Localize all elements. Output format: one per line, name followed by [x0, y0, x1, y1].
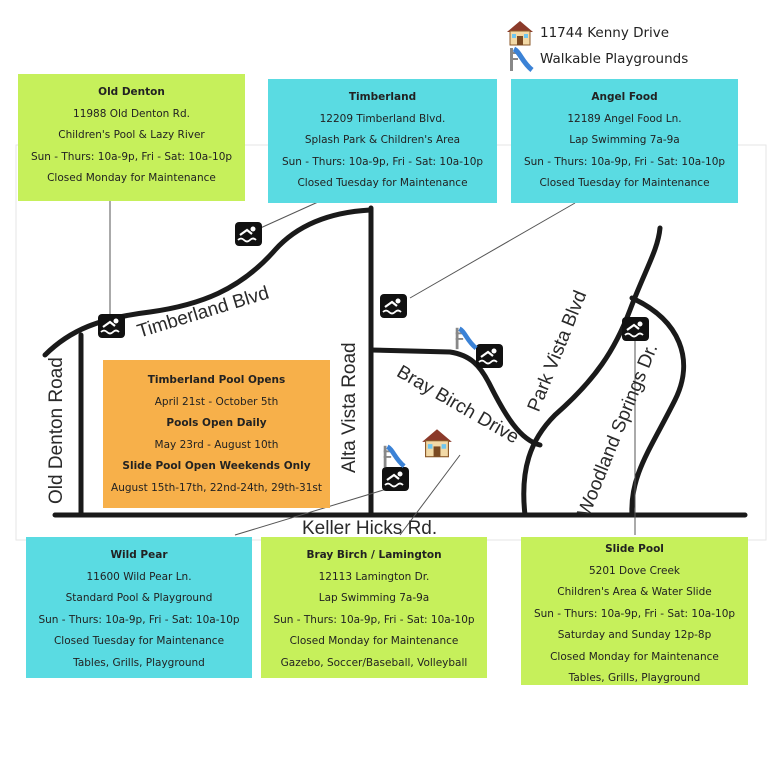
- pool-name: Angel Food: [591, 91, 658, 103]
- pool-hours: Sun - Thurs: 10a-9p, Fri - Sat: 10a-10p: [533, 607, 736, 620]
- pool-amenities: Tables, Grills, Playground: [568, 672, 701, 684]
- pool-closed-day: Closed Monday for Maintenance: [289, 635, 459, 647]
- pool-hours: Sun - Thurs: 10a-9p, Fri - Sat: 10a-10p: [30, 150, 233, 163]
- label-alta-vista-road: Alta Vista Road: [339, 342, 360, 473]
- pool-address: 11600 Wild Pear Ln.: [86, 570, 192, 583]
- pool-hours: Sun - Thurs: 10a-9p, Fri - Sat: 10a-10p: [38, 613, 240, 626]
- pool-name: Slide Pool: [605, 543, 664, 555]
- water-slide-icon: [455, 326, 478, 351]
- season-schedule-box: Timberland Pool Opens April 21st - Octob…: [103, 360, 330, 508]
- swimmer-icon[interactable]: [235, 222, 262, 246]
- schedule-heading: Pools Open Daily: [166, 417, 267, 429]
- swimmer-icon[interactable]: [382, 467, 409, 491]
- pool-feature: Lap Swimming 7a-9a: [318, 592, 430, 604]
- schedule-heading: Timberland Pool Opens: [147, 374, 286, 386]
- pool-closed-day: Closed Monday for Maintenance: [47, 172, 216, 184]
- pool-closed-day: Closed Tuesday for Maintenance: [53, 635, 225, 647]
- schedule-dates: April 21st - October 5th: [154, 395, 279, 408]
- road-woodland-springs: [629, 295, 686, 518]
- pool-card-wild-pear: Wild Pear 11600 Wild Pear Ln. Standard P…: [26, 537, 252, 678]
- pool-name: Old Denton: [98, 86, 165, 98]
- swimmer-icon[interactable]: [98, 314, 125, 338]
- pool-closed-day: Closed Tuesday for Maintenance: [297, 177, 468, 189]
- legend-home: 11744 Kenny Drive: [506, 20, 669, 46]
- pool-card-slide-pool: Slide Pool 5201 Dove Creek Children's Ar…: [521, 537, 748, 685]
- pool-hours: Sun - Thurs: 10a-9p, Fri - Sat: 10a-10p: [281, 155, 484, 168]
- pool-name: Wild Pear: [110, 549, 168, 561]
- pool-name: Timberland: [348, 91, 417, 103]
- pool-address: 12113 Lamington Dr.: [318, 570, 430, 583]
- schedule-dates: May 23rd - August 10th: [154, 438, 279, 451]
- house-icon: [507, 21, 533, 46]
- road-park-vista: [521, 225, 663, 518]
- legend-home-label: 11744 Kenny Drive: [540, 25, 670, 41]
- pool-feature: Children's Area & Water Slide: [557, 586, 712, 598]
- pool-card-bray-birch: Bray Birch / Lamington 12113 Lamington D…: [261, 537, 487, 678]
- legend-playgrounds: Walkable Playgrounds: [506, 46, 688, 72]
- swimmer-icon[interactable]: [622, 317, 649, 341]
- house-icon: [422, 429, 452, 458]
- pool-name: Bray Birch / Lamington: [306, 549, 442, 561]
- pool-card-timberland: Timberland 12209 Timberland Blvd. Splash…: [268, 79, 497, 203]
- swimmer-icon[interactable]: [476, 344, 503, 368]
- pool-address: 5201 Dove Creek: [589, 564, 680, 577]
- pool-amenities: Tables, Grills, Playground: [73, 656, 205, 669]
- pool-closed-day: Closed Tuesday for Maintenance: [539, 177, 710, 189]
- water-slide-icon: [510, 46, 534, 72]
- pool-weekend-hours: Saturday and Sunday 12p-8p: [557, 629, 712, 641]
- label-keller-hicks-rd: Keller Hicks Rd.: [302, 518, 438, 539]
- pool-feature: Splash Park & Children's Area: [304, 134, 461, 146]
- pool-address: 11988 Old Denton Rd.: [73, 107, 190, 120]
- pool-address: 12209 Timberland Blvd.: [319, 112, 446, 125]
- pool-feature: Standard Pool & Playground: [65, 592, 213, 604]
- water-slide-icon: [383, 444, 406, 469]
- schedule-dates: August 15th-17th, 22nd-24th, 29th-31st: [111, 481, 322, 494]
- label-old-denton-road: Old Denton Road: [46, 357, 67, 504]
- road-bray-birch: [368, 347, 543, 448]
- pool-card-old-denton: Old Denton 11988 Old Denton Rd. Children…: [18, 74, 245, 201]
- pool-card-angel-food: Angel Food 12189 Angel Food Ln. Lap Swim…: [511, 79, 738, 203]
- pool-feature: Lap Swimming 7a-9a: [569, 134, 680, 146]
- pool-feature: Children's Pool & Lazy River: [58, 129, 205, 141]
- pool-amenities: Gazebo, Soccer/Baseball, Volleyball: [280, 656, 468, 669]
- pool-hours: Sun - Thurs: 10a-9p, Fri - Sat: 10a-10p: [273, 613, 475, 626]
- pool-hours: Sun - Thurs: 10a-9p, Fri - Sat: 10a-10p: [523, 155, 726, 168]
- legend-playgrounds-label: Walkable Playgrounds: [540, 51, 689, 67]
- schedule-heading: Slide Pool Open Weekends Only: [122, 460, 311, 472]
- pool-closed-day: Closed Monday for Maintenance: [550, 650, 719, 663]
- pool-address: 12189 Angel Food Ln.: [567, 112, 682, 125]
- road-timberland-blvd: [42, 207, 373, 358]
- swimmer-icon[interactable]: [380, 294, 407, 318]
